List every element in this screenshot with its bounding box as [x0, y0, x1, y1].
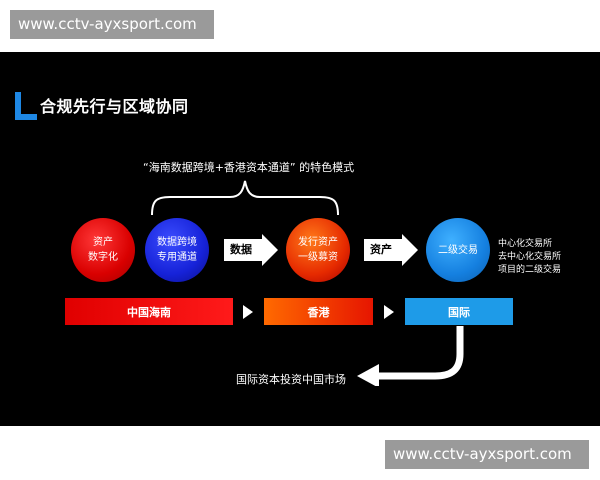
- issuance-circle: 发行资产 一级募资: [286, 218, 350, 282]
- data-arrow: 数据: [224, 239, 264, 261]
- bar-hainan: 中国海南: [65, 298, 233, 325]
- arrow-head-icon: [402, 234, 418, 266]
- note-line: 中心化交易所: [498, 239, 553, 249]
- asset-arrow: 资产: [364, 239, 404, 261]
- bar-international: 国际: [405, 298, 513, 325]
- circle-label: 发行资产 一级募资: [298, 237, 338, 263]
- return-arrow-icon: [357, 326, 464, 386]
- asset-digitization-circle: 资产 数字化: [71, 218, 135, 282]
- circle-label: 数据跨境 专用通道: [157, 237, 197, 263]
- triangle-arrow-icon: [384, 305, 394, 319]
- slide-panel: 合规先行与区域协同 “海南数据跨境+香港资本通道” 的特色模式 资产 数字化 数…: [0, 52, 600, 426]
- bottom-caption: 国际资本投资中国市场: [236, 373, 346, 386]
- bar-hongkong: 香港: [264, 298, 373, 325]
- watermark-bottom: www.cctv-ayxsport.com: [385, 440, 589, 469]
- circle-label: 资产 数字化: [88, 237, 118, 263]
- l-logo-icon: [15, 92, 37, 120]
- arrow-head-icon: [262, 234, 278, 266]
- triangle-arrow-icon: [243, 305, 253, 319]
- secondary-trading-circle: 二级交易: [426, 218, 490, 282]
- note-line: 去中心化交易所: [498, 252, 562, 262]
- slide-title: 合规先行与区域协同: [40, 97, 189, 116]
- watermark-top: www.cctv-ayxsport.com: [10, 10, 214, 39]
- circle-label: 二级交易: [438, 244, 478, 256]
- data-crossborder-circle: 数据跨境 专用通道: [145, 218, 209, 282]
- brace-icon: [151, 180, 339, 216]
- exchange-notes: 中心化交易所 去中心化交易所 项目的二级交易: [498, 238, 561, 277]
- note-line: 项目的二级交易: [498, 265, 562, 275]
- model-caption: “海南数据跨境+香港资本通道” 的特色模式: [143, 161, 355, 174]
